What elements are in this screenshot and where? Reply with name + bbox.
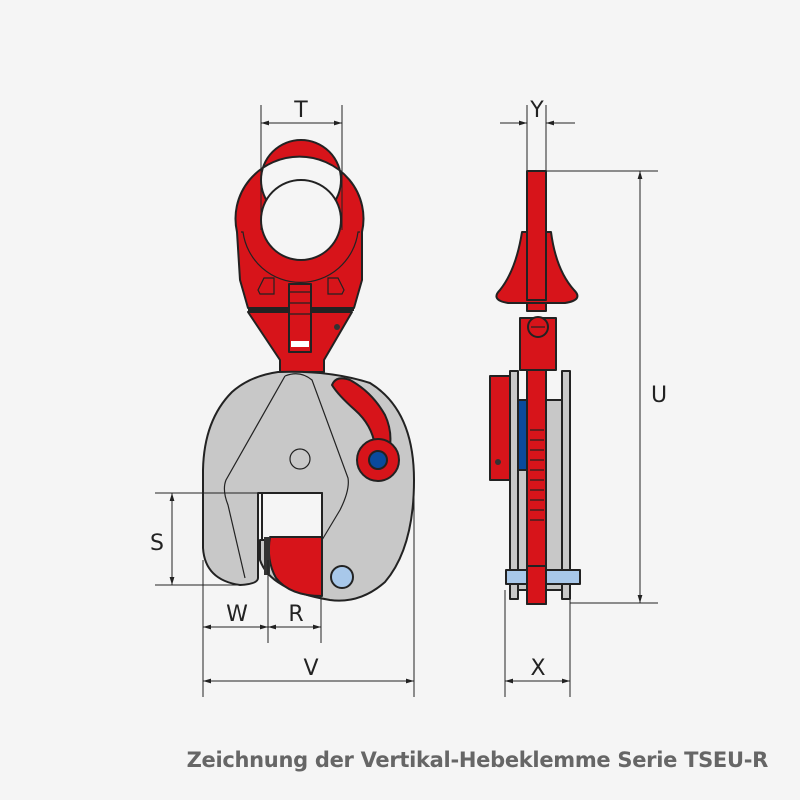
ring-groove: [241, 231, 360, 283]
pivot-hole: [289, 448, 311, 470]
cam-outline: [284, 373, 349, 541]
label-t: T: [293, 98, 308, 123]
label-r: R: [288, 602, 303, 627]
side-plate-left: [509, 370, 519, 600]
side-view: [489, 170, 581, 605]
front-view: [202, 139, 415, 602]
jaw-cam: [267, 536, 323, 597]
label-x: X: [530, 656, 545, 681]
lever-side: [489, 375, 511, 481]
jaw-teeth: [264, 537, 270, 575]
spring-icon: [530, 429, 544, 521]
rivet-icon: [334, 324, 340, 330]
dimension-lines: [155, 105, 658, 697]
side-plate-right: [561, 370, 571, 600]
swivel-pin: [288, 283, 312, 353]
drawing-caption: Zeichnung der Vertikal-Hebeklemme Serie …: [186, 748, 769, 772]
label-y: Y: [529, 98, 544, 123]
lever-pin-blue: [368, 450, 388, 470]
jaw-opening: [261, 492, 323, 541]
bottom-pin: [330, 565, 354, 589]
ring-slots: [257, 277, 345, 295]
eye-hole: [260, 179, 342, 261]
label-w: W: [226, 602, 248, 627]
lever: [331, 377, 392, 447]
shackle-wings: [495, 231, 579, 304]
label-u: U: [651, 383, 667, 408]
label-s: S: [150, 531, 164, 556]
eye-bar: [526, 170, 547, 312]
dimension-labels: T Y U S W R V X: [150, 98, 667, 681]
label-v: V: [303, 656, 318, 681]
